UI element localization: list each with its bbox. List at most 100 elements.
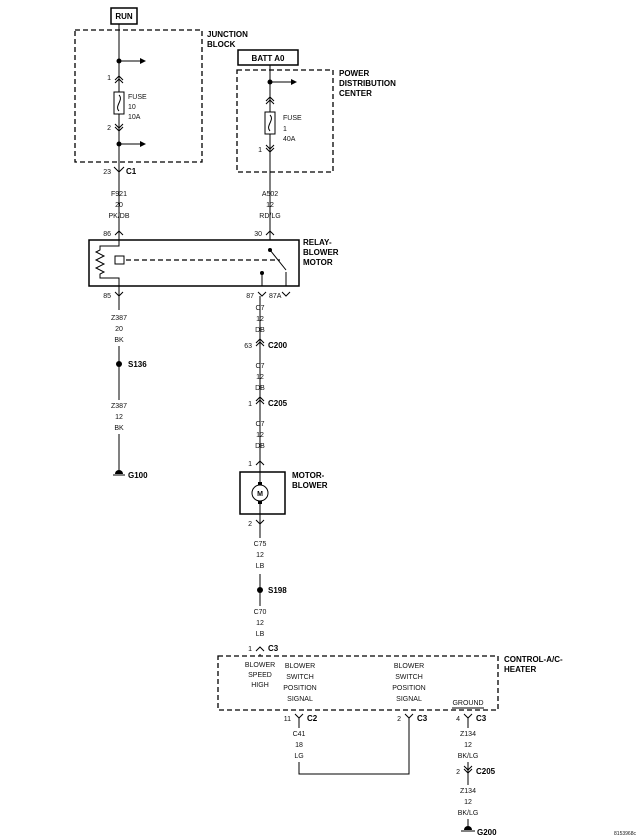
wire-c41-gauge: 18 (295, 742, 303, 749)
wire-c70-label-bg (244, 606, 276, 642)
motor-brush-bottom (258, 501, 262, 504)
relay-pin87a-connector-symbol (281, 291, 291, 297)
wire-c41-circuit: C41 (293, 731, 306, 738)
branch-arrow-bottom-head (140, 141, 146, 147)
wire-c7a-color: DB (255, 327, 265, 334)
fuse10-rating: 10A (128, 114, 141, 121)
wire-c75-gauge: 12 (256, 552, 264, 559)
signal-sw2-line3: POSITION (392, 685, 425, 692)
c205a-connector-symbol (255, 396, 265, 405)
wire-c70-circuit: C70 (254, 609, 267, 616)
c3c-connector-symbol (463, 713, 473, 719)
fuse10-number: 10 (128, 104, 136, 111)
c2-connector-symbol (294, 713, 304, 719)
junction-block-label-line1: JUNCTION (207, 30, 248, 39)
wire-c7b-gauge: 12 (256, 374, 264, 381)
fuse10-pin1: 1 (107, 75, 111, 82)
wire-f921-circuit: F921 (111, 191, 127, 198)
wire-a502-color: RD/LG (259, 213, 280, 220)
motor-pin1: 1 (248, 461, 252, 468)
motor-label-line1: MOTOR- (292, 471, 325, 480)
wire-z134b-gauge: 12 (464, 799, 472, 806)
relay-pin86: 86 (103, 231, 111, 238)
fuse10-pin2: 2 (107, 125, 111, 132)
c205b-connector-symbol (463, 765, 473, 774)
c205a-pin: 1 (248, 401, 252, 408)
c205a-name: C205 (268, 399, 288, 408)
wire-a502-circuit: A502 (262, 191, 278, 198)
wire-z387b-circuit: Z387 (111, 403, 127, 410)
wire-c70-color: LB (256, 631, 265, 638)
wire-c41-loop (298, 718, 410, 775)
signal-sw2-line1: BLOWER (394, 663, 424, 670)
fuse1-word: FUSE (283, 115, 302, 122)
wire-c75-circuit: C75 (254, 541, 267, 548)
wire-z387b-color: BK (114, 425, 124, 432)
relay-coil (114, 255, 125, 265)
wire-z134a-circuit: Z134 (460, 731, 476, 738)
signal-sw2-line4: SIGNAL (396, 696, 422, 703)
ground-g200-symbol (464, 826, 472, 830)
wire-c75-color: LB (256, 563, 265, 570)
control-label-line2: HEATER (504, 665, 537, 674)
control-label-line1: CONTROL-A/C- (504, 655, 563, 664)
pdc-branch-arrow-head (291, 79, 297, 85)
wire-z387b-gauge: 12 (115, 414, 123, 421)
wire-z134a-label-bg (450, 728, 486, 762)
wire-f921-color: PK/DB (108, 213, 129, 220)
relay-label-line1: RELAY- (303, 238, 332, 247)
relay-blower-motor-box (88, 239, 300, 287)
c3a-connector-symbol (255, 646, 265, 652)
c200-pin: 63 (244, 343, 252, 350)
c1-pin: 23 (103, 169, 111, 176)
relay-pin86-connector-symbol (114, 230, 124, 236)
pdc-outline (236, 69, 334, 173)
signal-speed-line3: HIGH (251, 682, 269, 689)
pdc-label-line3: CENTER (339, 89, 372, 98)
fuse1-top-connector-symbol (265, 96, 275, 105)
c205b-name: C205 (476, 767, 496, 776)
motor-pin1-connector-symbol (255, 460, 265, 466)
c3b-name: C3 (417, 714, 428, 723)
fuse1-pin1-connector-symbol (265, 144, 275, 153)
wire-z387a-circuit: Z387 (111, 315, 127, 322)
fuse10-pin2-connector-symbol (114, 123, 124, 132)
wire-c7a-gauge: 12 (256, 316, 264, 323)
batt-source-box (237, 49, 299, 66)
fuse10-word: FUSE (128, 94, 147, 101)
c1-name: C1 (126, 167, 137, 176)
c205b-pin: 2 (456, 769, 460, 776)
splice-s136-label: S136 (128, 360, 147, 369)
relay-label-line2: BLOWER (303, 248, 339, 257)
fuse1-element (268, 114, 272, 132)
wire-c7c-circuit: C7 (256, 421, 265, 428)
control-ac-heater-outline (217, 655, 499, 711)
c200-name: C200 (268, 341, 288, 350)
branch-arrow-top-head (140, 58, 146, 64)
signal-speed-line1: BLOWER (245, 662, 275, 669)
wire-a502-gauge: 12 (266, 202, 274, 209)
fuse1-rating: 40A (283, 136, 296, 143)
wire-c41-color: LG (294, 753, 303, 760)
relay-label-line3: MOTOR (303, 258, 333, 267)
junction-block-outline (74, 29, 203, 163)
wire-z134a-color: BK/LG (458, 753, 479, 760)
relay-pin30-connector-symbol (265, 230, 275, 236)
junction-block-label-line2: BLOCK (207, 40, 236, 49)
c2-pin: 11 (284, 716, 291, 723)
wire-c7c-gauge: 12 (256, 432, 264, 439)
wire-c7a-circuit: C7 (256, 305, 265, 312)
motor-m-glyph: M (257, 491, 263, 498)
motor-brush-top (258, 482, 262, 485)
motor-blower-box (239, 471, 286, 515)
fuse10-element (117, 94, 121, 112)
c3b-connector-symbol (404, 713, 414, 719)
c3b-pin: 2 (397, 716, 401, 723)
wire-f921-gauge: 20 (115, 202, 123, 209)
wire-c7b-circuit: C7 (256, 363, 265, 370)
wire-z134b-label-bg (450, 785, 486, 819)
document-id: 8153968c (614, 831, 636, 837)
c3a-label-bg (244, 642, 284, 654)
